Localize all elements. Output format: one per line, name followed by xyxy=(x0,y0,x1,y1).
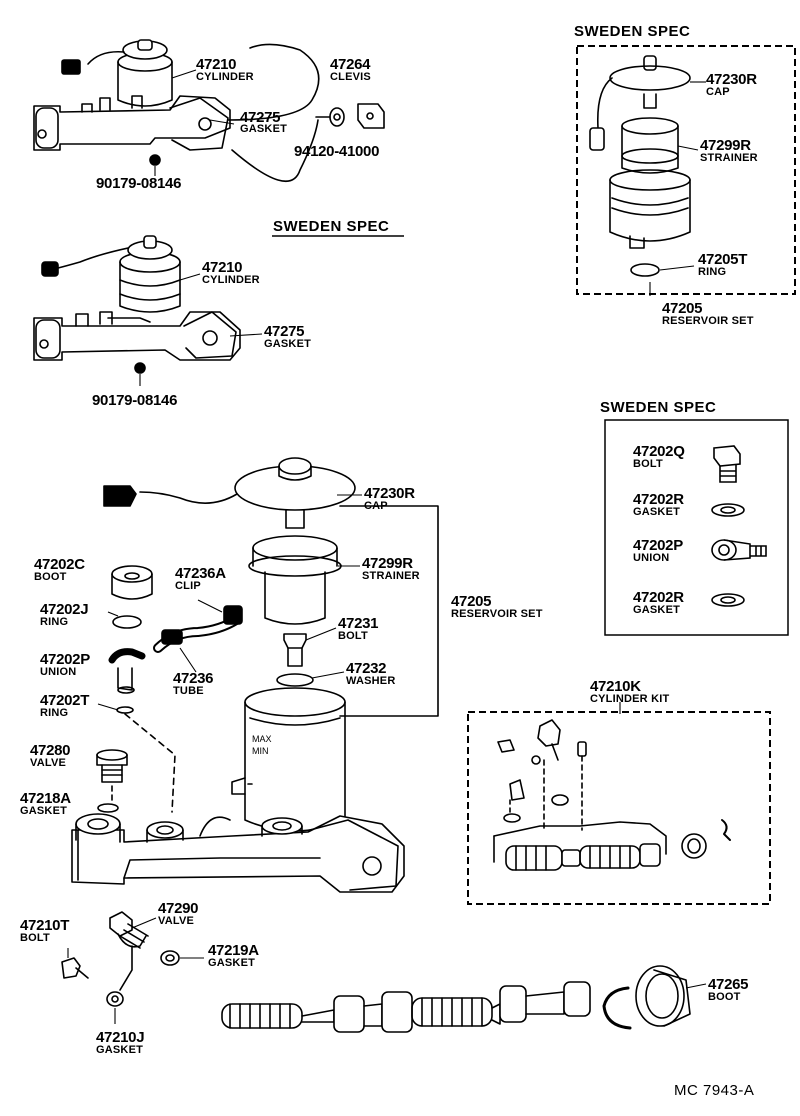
part-47230r-number: 47230R xyxy=(364,485,415,502)
part-47202r-1-name: GASKET xyxy=(633,506,681,518)
part-90179-mid-number: 90179-08146 xyxy=(92,392,178,409)
part-47280-number: 47280 xyxy=(30,742,71,759)
part-47202r-2-name: GASKET xyxy=(633,604,681,616)
part-47231-number: 47231 xyxy=(338,615,379,632)
part-47299r-sweden-number: 47299R xyxy=(700,137,751,154)
part-47202p-sweden-number: 47202P xyxy=(633,537,683,554)
part-47205-sweden-name: RESERVOIR SET xyxy=(662,315,754,327)
part-47299r-name: STRAINER xyxy=(362,570,420,582)
part-47210t-name: BOLT xyxy=(20,932,50,944)
part-47218a-number: 47218A xyxy=(20,790,71,807)
part-47299r-sweden-name: STRAINER xyxy=(700,152,758,164)
part-47202q-number: 47202Q xyxy=(633,443,685,460)
part-47219a-name: GASKET xyxy=(208,957,256,969)
part-47275-top-number: 47275 xyxy=(240,109,281,126)
part-47275-mid-number: 47275 xyxy=(264,323,305,340)
part-47231-name: BOLT xyxy=(338,630,368,642)
part-47202t-name: RING xyxy=(40,707,69,719)
part-47210-mid-number: 47210 xyxy=(202,259,243,276)
part-47219a-number: 47219A xyxy=(208,942,259,959)
cylinder-kit-drawing xyxy=(493,719,731,871)
part-47290-number: 47290 xyxy=(158,900,199,917)
part-47265-name: BOOT xyxy=(708,991,741,1003)
part-47218a-name: GASKET xyxy=(20,805,68,817)
sweden-reservoir-drawing xyxy=(589,55,691,277)
fittings-drawing xyxy=(96,565,243,813)
main-reservoir-drawing: MAX MIN xyxy=(103,457,356,832)
part-47232-name: WASHER xyxy=(346,675,396,687)
top-master-cylinder-drawing xyxy=(33,39,385,182)
part-47210j-number: 47210J xyxy=(96,1029,145,1046)
part-47232-number: 47232 xyxy=(346,660,387,677)
part-47230r-sweden-name: CAP xyxy=(706,86,730,98)
part-47202c-number: 47202C xyxy=(34,556,85,573)
reservoir-set-bracket xyxy=(339,505,439,717)
part-47210j-name: GASKET xyxy=(96,1044,144,1056)
part-47205-sweden-number: 47205 xyxy=(662,300,703,317)
main-master-cylinder-body-drawing xyxy=(71,813,405,893)
part-47299r-number: 47299R xyxy=(362,555,413,572)
part-47210-top-name: CYLINDER xyxy=(196,71,254,83)
bottom-left-parts-drawing xyxy=(61,911,180,1007)
part-94120-number: 94120-41000 xyxy=(294,143,380,160)
part-90179-top-number: 90179-08146 xyxy=(96,175,182,192)
part-47236a-number: 47236A xyxy=(175,565,226,582)
mid-master-cylinder-drawing xyxy=(33,235,241,374)
part-47265-number: 47265 xyxy=(708,976,749,993)
part-47202r-1-number: 47202R xyxy=(633,491,684,508)
piston-assembly-drawing xyxy=(221,965,691,1033)
reservoir-marking-max: MAX xyxy=(252,734,272,744)
part-47202j-number: 47202J xyxy=(40,601,89,618)
part-47205-name: RESERVOIR SET xyxy=(451,608,543,620)
sweden-right-header: SWEDEN SPEC xyxy=(600,399,717,416)
part-47236-name: TUBE xyxy=(173,685,204,697)
part-47202r-2-number: 47202R xyxy=(633,589,684,606)
part-47210k-name: CYLINDER KIT xyxy=(590,693,670,705)
sweden-top-header: SWEDEN SPEC xyxy=(574,23,691,40)
part-47202q-name: BOLT xyxy=(633,458,663,470)
part-47210-top-number: 47210 xyxy=(196,56,237,73)
part-47264-name: CLEVIS xyxy=(330,71,371,83)
sweden-right-parts xyxy=(711,445,767,607)
sweden-right-solid-box xyxy=(604,419,789,636)
part-47230r-name: CAP xyxy=(364,500,388,512)
sweden-top-dashed-box xyxy=(576,45,796,295)
cylinder-kit-dashed-box xyxy=(467,711,771,905)
part-47264-number: 47264 xyxy=(330,56,371,73)
part-47210k-number: 47210K xyxy=(590,678,641,695)
part-47275-top-name: GASKET xyxy=(240,123,288,135)
part-47210-mid-name: CYLINDER xyxy=(202,274,260,286)
part-47205-number: 47205 xyxy=(451,593,492,610)
part-47236-number: 47236 xyxy=(173,670,214,687)
part-47202p-sweden-name: UNION xyxy=(633,552,670,564)
part-47202p-number: 47202P xyxy=(40,651,90,668)
part-47236a-name: CLIP xyxy=(175,580,201,592)
part-47290-name: VALVE xyxy=(158,915,195,927)
diagram-code: MC 7943-A xyxy=(674,1082,755,1099)
part-47280-name: VALVE xyxy=(30,757,67,769)
part-47205t-number: 47205T xyxy=(698,251,748,268)
part-47202c-name: BOOT xyxy=(34,571,67,583)
part-47202p-name: UNION xyxy=(40,666,77,678)
part-47202t-number: 47202T xyxy=(40,692,90,709)
part-47275-mid-name: GASKET xyxy=(264,338,312,350)
part-47230r-sweden-number: 47230R xyxy=(706,71,757,88)
part-47202j-name: RING xyxy=(40,616,69,628)
sweden-mid-header: SWEDEN SPEC xyxy=(273,218,390,235)
reservoir-marking-min: MIN xyxy=(252,746,269,756)
part-47205t-name: RING xyxy=(698,266,727,278)
part-47210t-number: 47210T xyxy=(20,917,70,934)
